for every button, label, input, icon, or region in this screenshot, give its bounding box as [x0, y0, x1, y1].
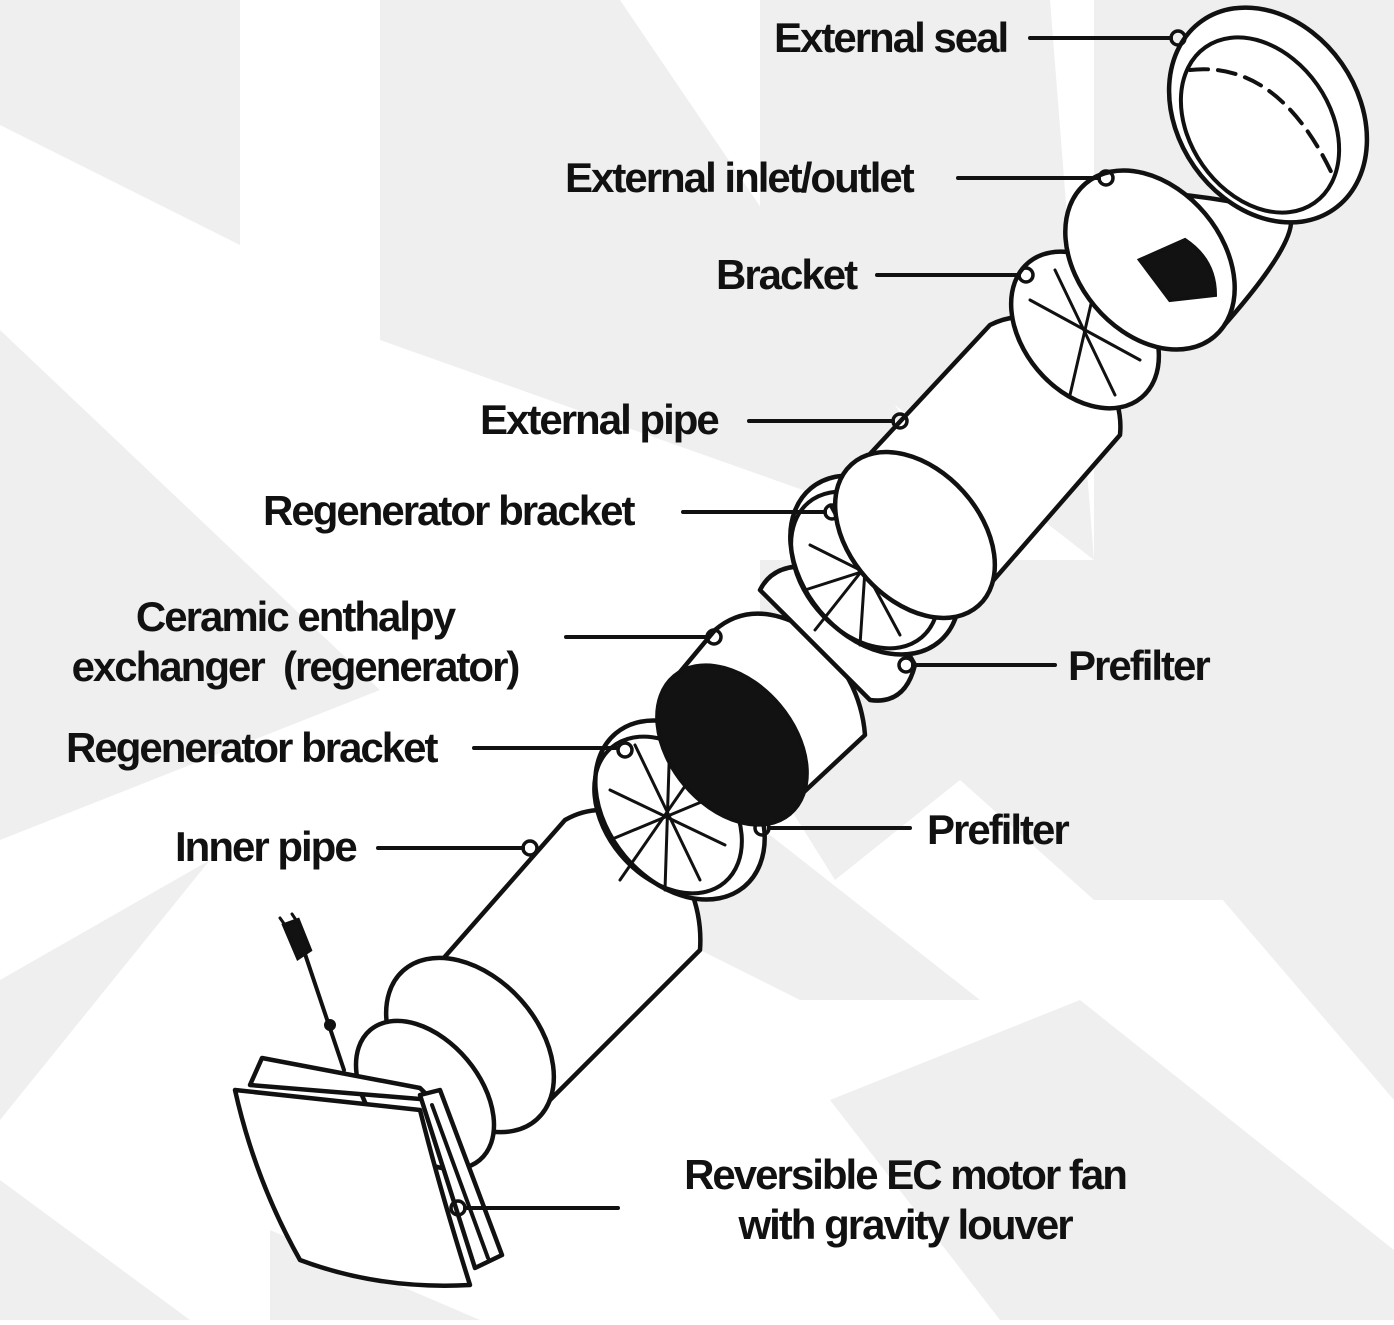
fan-part [232, 912, 505, 1288]
bg-shape [830, 1000, 1394, 1320]
bg-shape [0, 0, 240, 245]
label-external-pipe: External pipe [480, 396, 720, 443]
bg-shape [0, 330, 380, 840]
label-bracket: Bracket [716, 251, 858, 298]
label-fan-line1: Reversible EC motor fan [684, 1151, 1128, 1198]
bg-shape [1180, 330, 1394, 1100]
label-external-seal: External seal [774, 14, 1009, 61]
label-ceramic-exchanger-line1: Ceramic enthalpy [135, 593, 456, 640]
label-ceramic-exchanger: Ceramic enthalpy exchanger (regenerator) [40, 592, 550, 693]
external-seal-part [1166, 5, 1370, 225]
external-inlet-outlet-part [1063, 168, 1294, 352]
label-regenerator-bracket-top: Regenerator bracket [263, 487, 635, 534]
label-inner-pipe: Inner pipe [175, 823, 358, 870]
label-external-inlet-outlet: External inlet/outlet [565, 154, 915, 201]
label-ceramic-exchanger-line2: exchanger (regenerator) [71, 643, 521, 691]
bg-shape [0, 860, 210, 1120]
leader-lines [376, 36, 1173, 1210]
label-fan: Reversible EC motor fan with gravity lou… [640, 1150, 1170, 1251]
bg-shape [0, 1180, 190, 1320]
label-prefilter-top: Prefilter [1068, 642, 1211, 689]
label-regenerator-bracket-bottom: Regenerator bracket [66, 724, 438, 771]
ceramic-regenerator-part [655, 611, 868, 827]
label-prefilter-bottom: Prefilter [927, 806, 1070, 853]
label-fan-line2: with gravity louver [738, 1201, 1073, 1249]
